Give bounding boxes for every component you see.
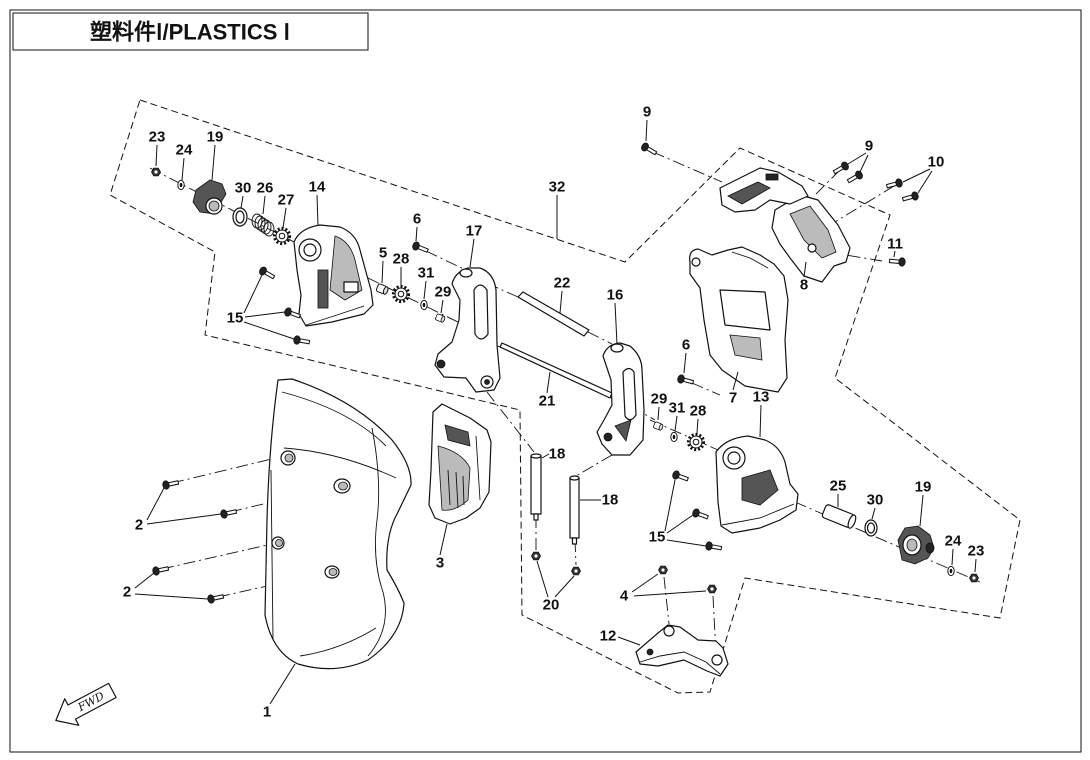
part-8-bracket: [719, 167, 851, 283]
drawing-frame: [9, 9, 1082, 753]
part-31-washer: [670, 431, 678, 443]
part-25-sleeve: [821, 504, 857, 529]
part-19-knob: [897, 525, 935, 565]
callout-16: 16: [607, 287, 624, 304]
callout-6-left: 6: [413, 211, 421, 228]
part-12-bracket: [635, 624, 729, 677]
callout-6-right: 6: [682, 337, 690, 354]
callout-26: 26: [257, 180, 274, 197]
callout-1: 1: [263, 704, 271, 721]
part-19-knob: [192, 179, 227, 215]
callout-31-left: 31: [418, 265, 435, 282]
callout-24-left: 24: [176, 142, 193, 159]
callout-12: 12: [600, 628, 617, 645]
part-3-bracket: [428, 403, 492, 525]
leader-lines: [134, 119, 977, 705]
callout-9-top: 9: [643, 104, 651, 121]
callout-21: 21: [539, 393, 556, 410]
part-32-assembly-outline: [109, 99, 1021, 694]
callout-2-upper: 2: [135, 517, 143, 534]
part-18-post: [530, 453, 542, 521]
callout-30-right: 30: [867, 492, 884, 509]
callout-23-right: 23: [968, 543, 985, 560]
part-1-windshield: [264, 378, 412, 670]
callout-22: 22: [554, 275, 571, 292]
callout-28-left: 28: [393, 251, 410, 268]
callout-32: 32: [549, 179, 566, 196]
part-14-housing: [293, 224, 374, 327]
part-22-rod: [517, 291, 590, 337]
callout-3: 3: [436, 555, 444, 572]
callout-18-right: 18: [602, 492, 619, 509]
page-title: 塑料件Ⅰ/PLASTICS Ⅰ: [90, 20, 290, 45]
callout-18-left: 18: [549, 446, 566, 463]
title-box: [12, 12, 369, 51]
part-13-housing: [715, 435, 799, 534]
callout-28-right: 28: [690, 403, 707, 420]
callout-13: 13: [753, 389, 770, 406]
callout-4: 4: [620, 588, 629, 605]
part-24-washer: [177, 179, 185, 191]
callout-10: 10: [928, 154, 945, 171]
part-26-spring: [251, 213, 275, 237]
part-23-nut: [151, 167, 161, 177]
part-4-nut: [658, 565, 668, 575]
callout-27: 27: [278, 192, 295, 209]
callout-30-left: 30: [235, 180, 252, 197]
callout-labels: 23 24 19 30 26 27 14 15 6 5 28 31 29 17 …: [123, 104, 985, 721]
callout-5: 5: [379, 245, 387, 262]
callout-25: 25: [830, 478, 847, 495]
callout-9-right: 9: [865, 138, 873, 155]
callout-2-lower: 2: [123, 584, 131, 601]
part-7-plate: [689, 246, 789, 393]
callout-15-left: 15: [227, 310, 244, 327]
callout-20: 20: [543, 597, 560, 614]
callout-17: 17: [466, 223, 483, 240]
callout-31-right: 31: [669, 400, 686, 417]
part-30-ring: [232, 207, 248, 227]
part-4-nut: [707, 584, 717, 594]
part-31-washer: [420, 299, 428, 311]
callout-14: 14: [309, 179, 326, 196]
part-20-nut: [571, 566, 581, 576]
callout-7: 7: [729, 390, 737, 407]
callout-8: 8: [800, 277, 808, 294]
callout-23-left: 23: [149, 129, 166, 146]
part-16-bracket: [596, 342, 645, 456]
part-30-ring: [864, 519, 878, 537]
callout-11: 11: [887, 236, 903, 253]
callout-29-left: 29: [435, 284, 452, 301]
callout-19-right: 19: [915, 479, 932, 496]
callout-29-right: 29: [651, 391, 668, 408]
callout-15-right: 15: [649, 529, 666, 546]
part-23-nut: [969, 573, 979, 583]
part-18-post: [569, 475, 580, 545]
callout-24-right: 24: [945, 533, 962, 550]
callout-19-left: 19: [207, 129, 224, 146]
part-20-nut: [531, 551, 541, 561]
part-17-bracket: [434, 267, 501, 393]
part-24-washer: [947, 565, 955, 577]
